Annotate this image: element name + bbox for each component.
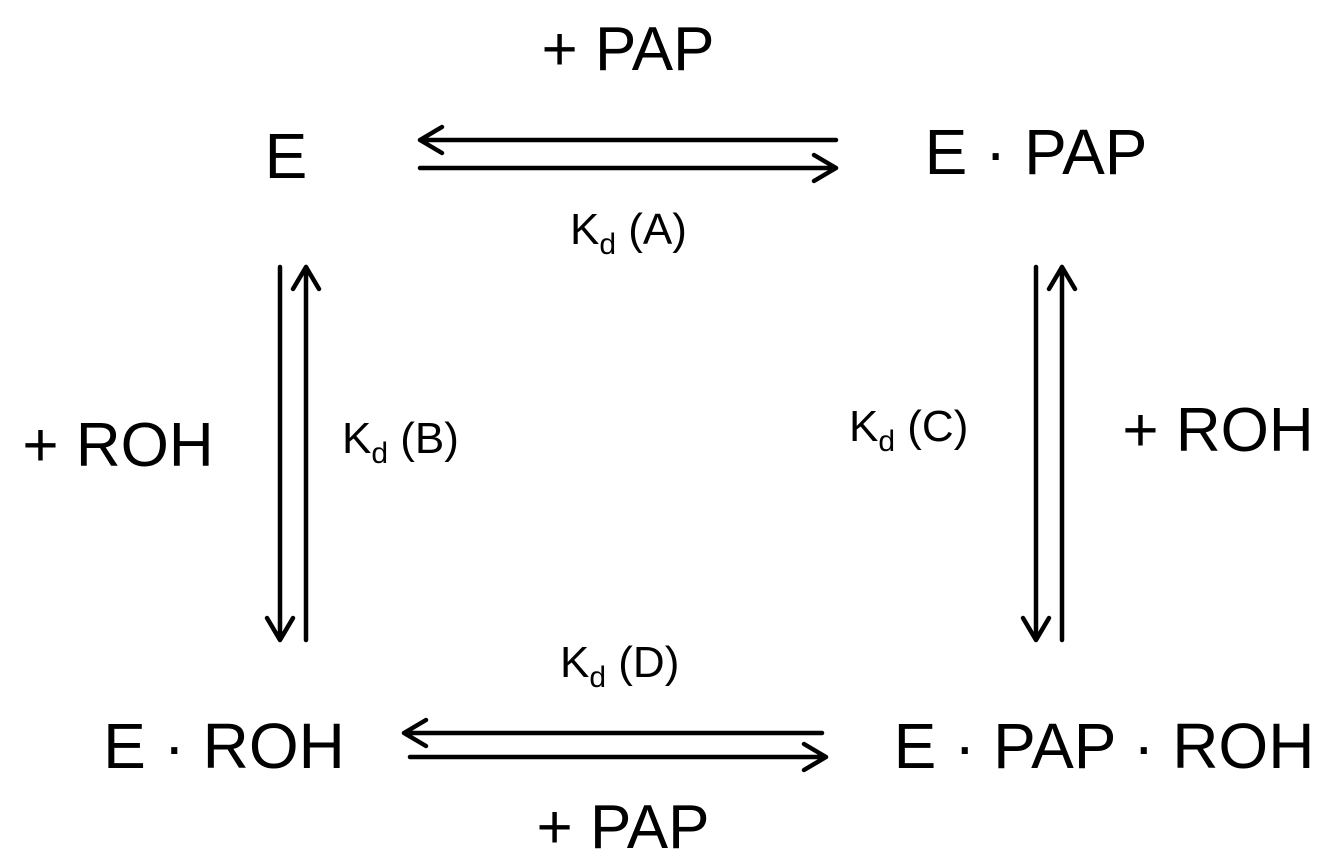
- equilibrium-arrows-bottom: [401, 717, 829, 773]
- arrow-bottom-reverse: [401, 717, 825, 749]
- equilibrium-arrows-top: [417, 124, 839, 184]
- species-e: E: [265, 120, 308, 192]
- reagent-left-roh: + ROH: [22, 411, 213, 480]
- arrow-left-up: [290, 264, 322, 643]
- arrow-top-forward: [417, 152, 839, 184]
- species-e-pap-roh: E · PAP · ROH: [894, 710, 1315, 782]
- kd-c-label: Kd (C): [849, 402, 968, 458]
- arrow-top-reverse: [417, 124, 839, 156]
- arrow-right-down: [1020, 264, 1052, 643]
- kd-d-label: Kd (D): [560, 638, 679, 694]
- equilibrium-arrows-left: [264, 264, 322, 643]
- arrow-left-down: [264, 264, 296, 643]
- reagent-right-roh: + ROH: [1122, 396, 1313, 465]
- arrow-bottom-forward: [407, 741, 829, 773]
- reagent-top-pap: + PAP: [542, 15, 715, 84]
- equilibrium-arrows-right: [1020, 264, 1078, 643]
- kd-b-label: Kd (B): [342, 414, 459, 470]
- arrow-right-up: [1046, 264, 1078, 643]
- reagent-bottom-pap: + PAP: [537, 793, 710, 853]
- species-e-pap: E · PAP: [925, 116, 1148, 188]
- kd-a-label: Kd (A): [570, 205, 687, 261]
- species-e-roh: E · ROH: [103, 710, 345, 782]
